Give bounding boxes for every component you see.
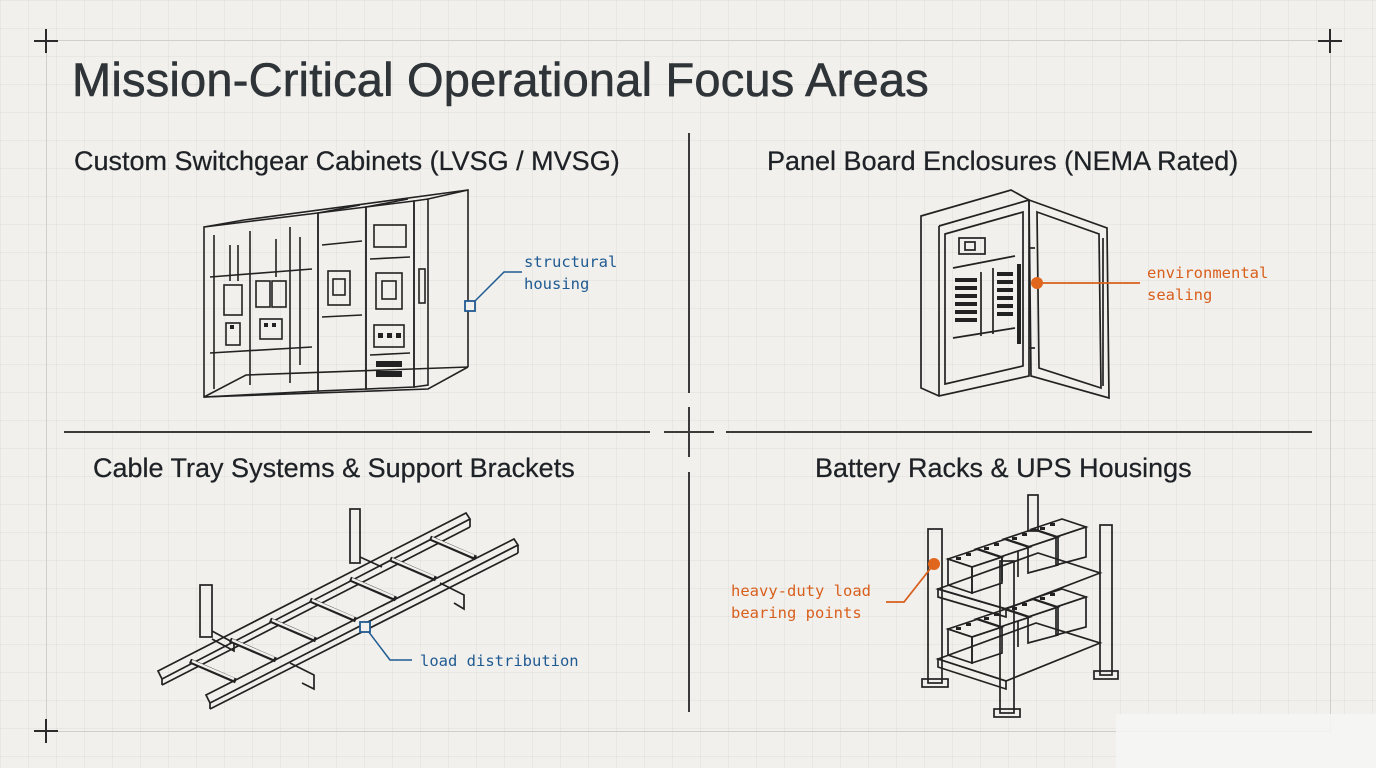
switchgear-title: Custom Switchgear Cabinets (LVSG / MVSG): [74, 146, 620, 176]
battery-rack-title: Battery Racks & UPS Housings: [815, 453, 1192, 483]
panelboard-callout-leader: [1031, 277, 1140, 289]
battery-rack-callout-leader: [886, 558, 940, 603]
cable-tray-title: Cable Tray Systems & Support Brackets: [93, 453, 575, 483]
cable-tray-callout: load distribution: [420, 650, 579, 672]
switchgear-callout-line-1: structural: [524, 253, 618, 271]
battery-rack-callout-line-2: bearing points: [731, 604, 862, 622]
cable-tray-callout-leader: [359, 621, 412, 661]
center-cross-vertical: [688, 407, 690, 457]
frame-right-line: [1330, 40, 1331, 732]
corner-fade-panel: [1116, 714, 1376, 768]
battery-rack-callout: heavy-duty load bearing points: [731, 580, 871, 624]
page-title: Mission-Critical Operational Focus Areas: [72, 53, 929, 107]
cable-tray-illustration: [156, 508, 520, 710]
frame-left-line: [46, 40, 47, 732]
switchgear-callout: structural housing: [524, 251, 617, 295]
panelboard-callout: environmental sealing: [1147, 262, 1268, 306]
cable-tray-callout-line-1: load distribution: [420, 652, 579, 670]
corner-mark-bottom-left: [34, 719, 58, 743]
horizontal-divider-left: [64, 431, 650, 433]
panelboard-title: Panel Board Enclosures (NEMA Rated): [767, 146, 1239, 176]
frame-bottom-line: [46, 731, 1330, 732]
frame-top-line: [46, 40, 1330, 41]
horizontal-divider-right: [726, 431, 1312, 433]
switchgear-callout-line-2: housing: [524, 275, 590, 293]
vertical-divider-bottom: [688, 472, 690, 712]
switchgear-callout-leader: [464, 271, 522, 312]
battery-rack-callout-line-1: heavy-duty load: [731, 582, 871, 600]
switchgear-cabinet-illustration: [203, 189, 469, 398]
panelboard-callout-line-1: environmental: [1147, 264, 1269, 282]
corner-mark-top-right: [1318, 29, 1342, 53]
vertical-divider-top: [688, 133, 690, 393]
corner-mark-top-left: [34, 29, 58, 53]
panelboard-enclosure-illustration: [920, 189, 1110, 400]
battery-rack-illustration: [921, 494, 1119, 718]
panelboard-callout-line-2: sealing: [1147, 286, 1213, 304]
